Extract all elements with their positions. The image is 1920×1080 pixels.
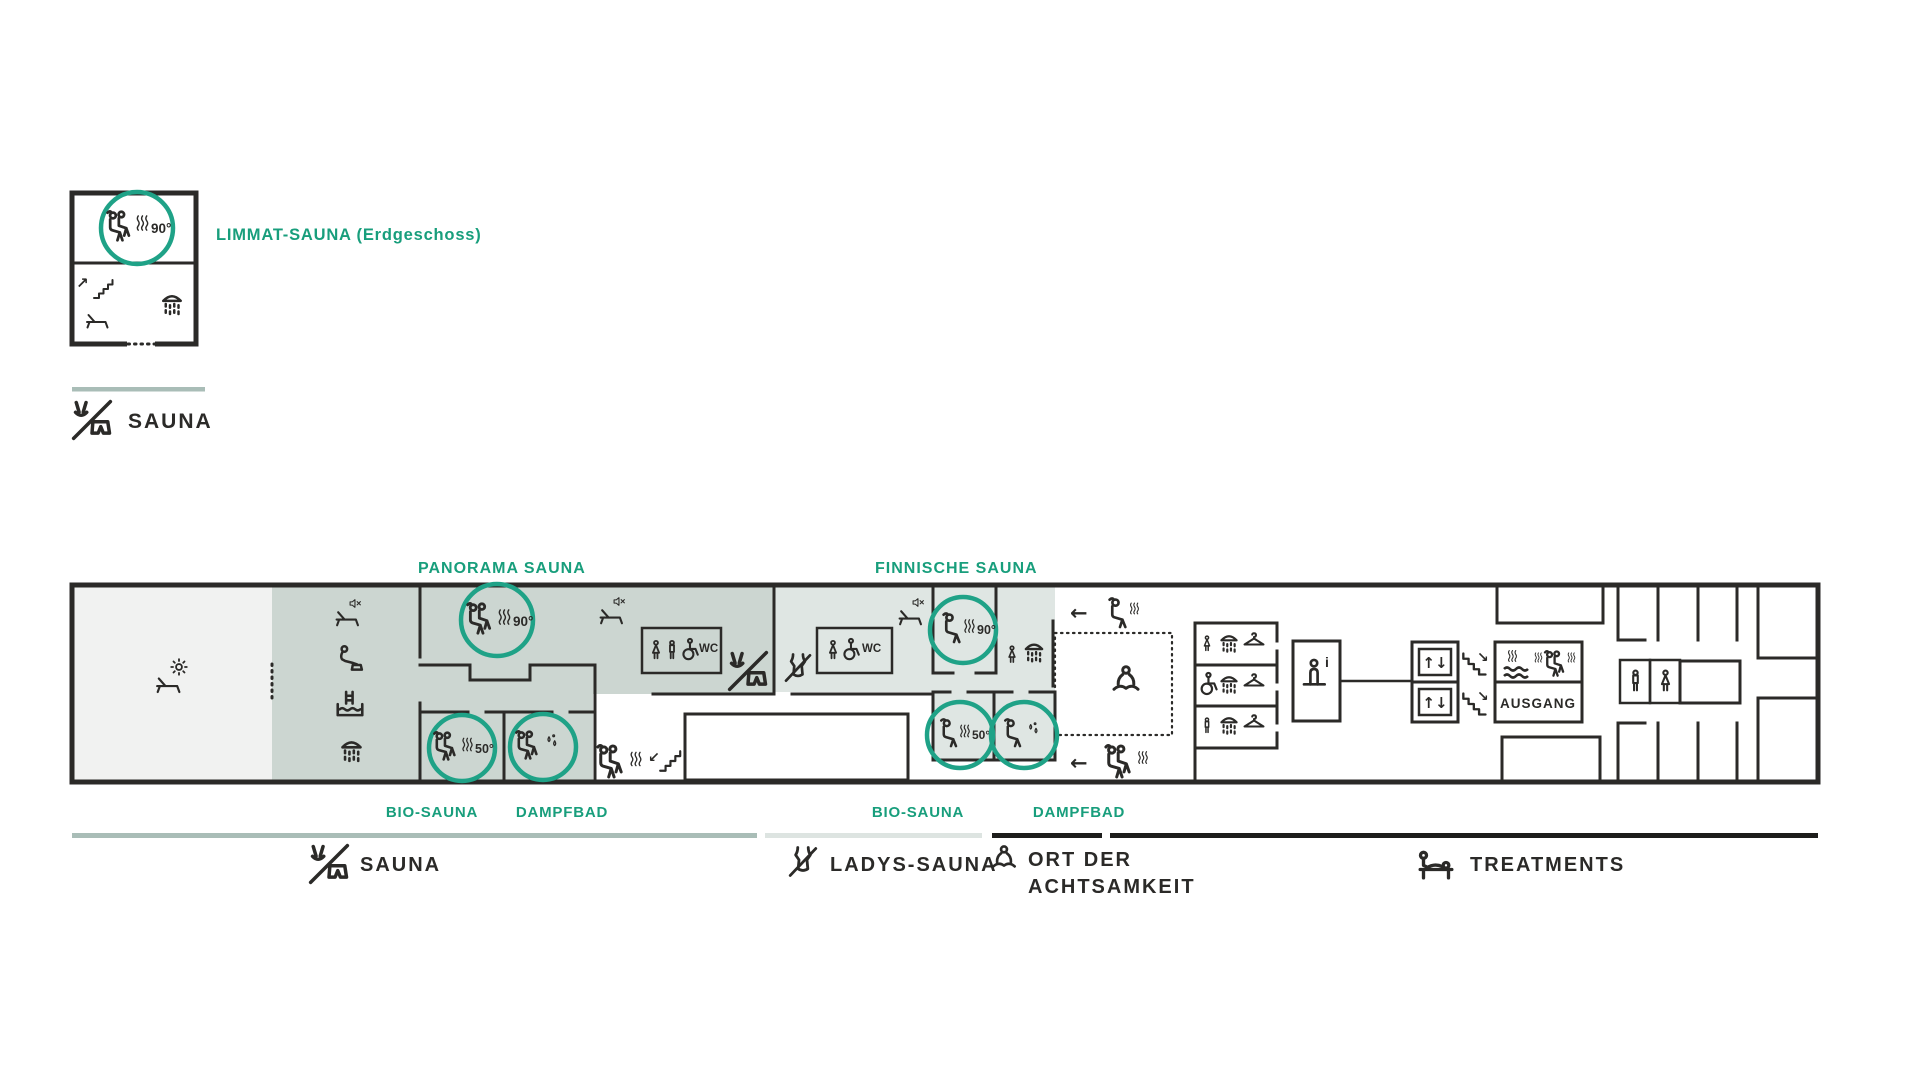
legend-line-ladys bbox=[765, 833, 982, 838]
panorama-temperature: 90° bbox=[513, 614, 533, 629]
panorama-sauna-label: PANORAMA SAUNA bbox=[418, 560, 586, 577]
mini-legend: SAUNA bbox=[71, 387, 213, 441]
legend-achtsamkeit-line2: ACHTSAMKEIT bbox=[1028, 876, 1196, 898]
legend-ladys-sauna-label: LADYS-SAUNA bbox=[830, 854, 998, 876]
dampfbad-ladys-circle bbox=[988, 699, 1060, 771]
main-floor-plan: 90° 50° WC WC 90° 50° bbox=[69, 560, 1821, 821]
mini-legend-label: SAUNA bbox=[128, 410, 213, 433]
legend-line-achtsamkeit bbox=[992, 833, 1102, 838]
zone-terrace bbox=[74, 587, 272, 780]
arrow-left-icon: ← bbox=[1070, 601, 1088, 625]
wc-room-mixed bbox=[640, 626, 723, 675]
panorama-sauna-circle bbox=[458, 581, 536, 659]
plan-outline bbox=[69, 582, 1821, 785]
arrow-down-right-icon: ↘ bbox=[1477, 689, 1489, 705]
mini-plan-title: LIMMAT-SAUNA (Erdgeschoss) bbox=[216, 226, 482, 244]
zone-stair-court bbox=[593, 694, 908, 780]
wc-room-ladys bbox=[815, 626, 894, 675]
arrow-up-right-icon: ↗ bbox=[76, 274, 89, 292]
reception-room bbox=[1291, 639, 1342, 723]
legend-treatments-label: TREATMENTS bbox=[1470, 854, 1625, 876]
elevator-top bbox=[1417, 647, 1453, 677]
wc-label: WC bbox=[699, 643, 718, 655]
wc-label: WC bbox=[862, 643, 881, 655]
dampfbad-mixed-circle bbox=[507, 711, 579, 783]
elevator-bottom bbox=[1417, 687, 1453, 717]
elevator-icon: ↑↓ bbox=[1422, 654, 1447, 672]
finnische-temperature: 90° bbox=[977, 623, 996, 637]
elevator-icon: ↑↓ bbox=[1422, 694, 1447, 712]
pool-waves-icon bbox=[1503, 666, 1529, 679]
bio-sauna-mixed-circle bbox=[426, 712, 498, 784]
ausgang-label: AUSGANG bbox=[1500, 696, 1576, 711]
legend-row: SAUNA LADYS-SAUNA ORT DER ACHTSAMKEIT TR… bbox=[72, 833, 1818, 898]
bio-sauna-ladys-temperature: 50° bbox=[972, 728, 990, 742]
arrow-left-icon: ← bbox=[1070, 751, 1088, 775]
finnische-sauna-circle bbox=[927, 594, 999, 666]
mindfulness-room-dotted bbox=[1053, 631, 1174, 737]
mini-sauna-highlight-circle bbox=[98, 189, 176, 267]
arrow-down-left-icon: ↙ bbox=[648, 750, 660, 766]
info-i-label: i bbox=[1325, 654, 1329, 670]
dampfbad-ladys-label: DAMPFBAD bbox=[1033, 804, 1125, 821]
bio-sauna-ladys-label: BIO-SAUNA bbox=[872, 804, 964, 821]
bio-sauna-mixed-temperature: 50° bbox=[475, 742, 494, 756]
arrow-down-right-icon: ↘ bbox=[1477, 650, 1489, 666]
legend-sauna-label: SAUNA bbox=[360, 854, 441, 876]
mini-floor-plan: ↗ 90° LIMMAT-SAUNA (Erdgeschoss) bbox=[69, 189, 482, 348]
mini-sauna-temperature: 90° bbox=[151, 221, 171, 236]
dampfbad-mixed-label: DAMPFBAD bbox=[516, 804, 608, 821]
bio-sauna-mixed-label: BIO-SAUNA bbox=[386, 804, 478, 821]
treatment-room-box bbox=[1678, 659, 1742, 705]
legend-line-treatments bbox=[1110, 833, 1818, 838]
legend-line-sauna bbox=[72, 833, 757, 838]
finnische-sauna-label: FINNISCHE SAUNA bbox=[875, 560, 1038, 577]
mini-legend-line bbox=[72, 387, 205, 392]
legend-achtsamkeit-line1: ORT DER bbox=[1028, 849, 1132, 871]
